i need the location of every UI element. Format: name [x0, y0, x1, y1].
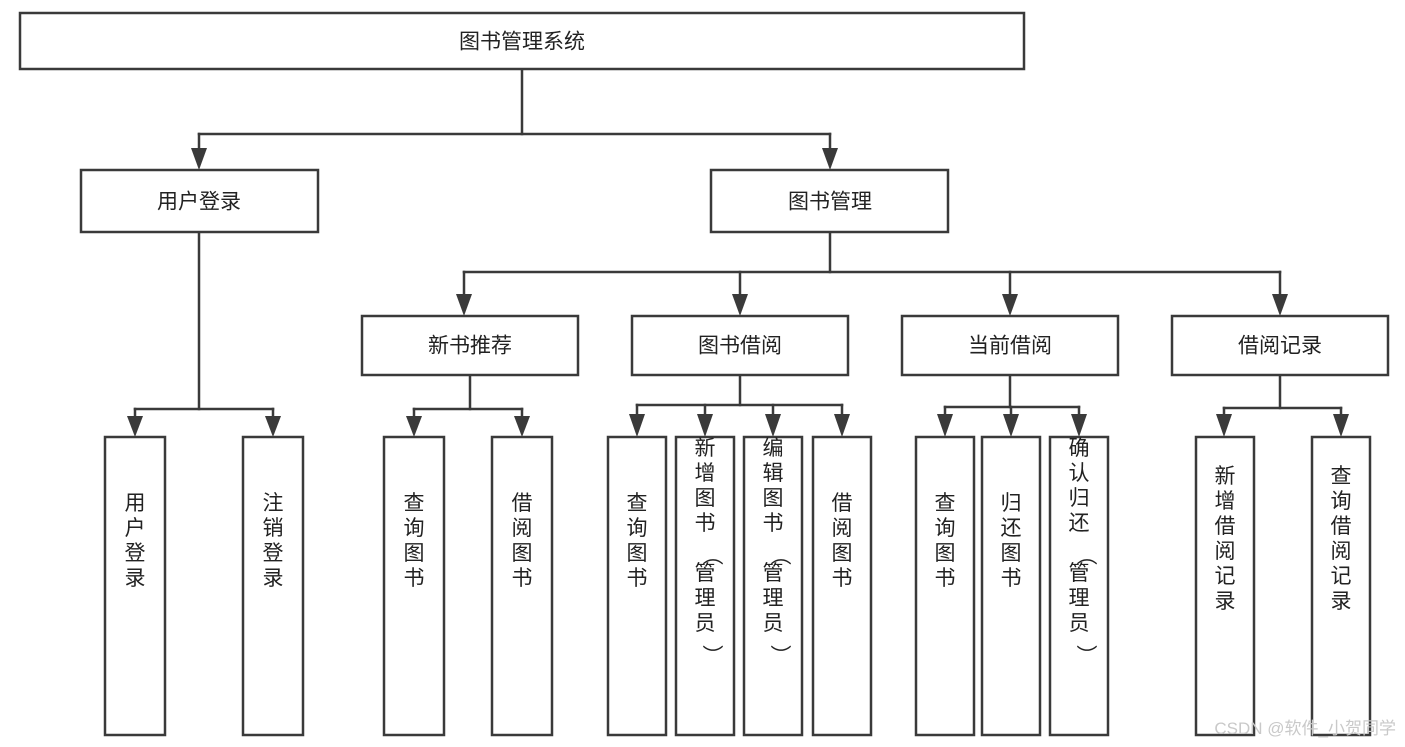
leaf-add-book[interactable]: 新增图书管理员 （ ） [674, 435, 736, 737]
arrow-leaf-return-book-icon [1003, 414, 1019, 437]
svg-text:（: （ [768, 545, 791, 566]
arrow-leaf-query-borrow-record-icon [1333, 414, 1349, 437]
leaf-query-book-1-label: 查询图书 [404, 492, 425, 590]
node-borrow-record-box[interactable] [1170, 314, 1390, 377]
leaf-add-book-box[interactable] [674, 435, 736, 737]
node-borrow-record[interactable]: 借阅记录 [1170, 314, 1390, 377]
arrow-leaf-borrow-book-1-icon [514, 416, 530, 437]
leaf-add-borrow-record[interactable]: 新增借阅记录 [1194, 435, 1256, 737]
arrow-leaf-query-book-3-icon [937, 414, 953, 437]
node-book-borrow[interactable]: 图书借阅 [630, 314, 850, 377]
leaf-edit-book-label: 编辑图书管理员 [763, 437, 784, 635]
watermark-text: CSDN @软件_小贺同学 [1214, 719, 1396, 738]
svg-text:（: （ [1074, 545, 1097, 566]
node-book-borrow-label: 图书借阅 [698, 335, 782, 358]
arrow-to-book-management-icon [822, 148, 838, 170]
leaf-borrow-book-1-label: 借阅图书 [512, 492, 533, 590]
leaf-borrow-book-2-label: 借阅图书 [832, 492, 853, 590]
leaf-user-login[interactable]: 用户登录 [103, 435, 167, 737]
leaf-return-book-label: 归还图书 [1001, 492, 1022, 590]
arrow-leaf-add-book-icon [697, 414, 713, 437]
arrow-leaf-query-book-1-icon [406, 416, 422, 437]
connector-group [127, 67, 1349, 437]
svg-text:）: ） [768, 645, 791, 666]
leaf-borrow-book-2-box[interactable] [811, 435, 873, 737]
arrow-to-user-login-icon [191, 148, 207, 170]
node-book-management[interactable]: 图书管理 [709, 168, 950, 234]
leaf-add-borrow-record-box[interactable] [1194, 435, 1256, 737]
leaf-query-book-2-label: 查询图书 [627, 492, 648, 590]
leaf-add-borrow-record-label: 新增借阅记录 [1215, 465, 1236, 613]
node-current-borrow-label: 当前借阅 [968, 335, 1052, 358]
node-new-book-recommend[interactable]: 新书推荐 [360, 314, 580, 377]
leaf-return-book[interactable]: 归还图书 [980, 435, 1042, 737]
node-user-login-box[interactable] [79, 168, 320, 234]
node-book-borrow-box[interactable] [630, 314, 850, 377]
leaf-query-book-3-box[interactable] [914, 435, 976, 737]
leaf-confirm-return-label: 确认归还管理员 [1069, 437, 1090, 635]
leaf-query-borrow-record[interactable]: 查询借阅记录 [1310, 435, 1372, 737]
arrow-leaf-edit-book-icon [765, 414, 781, 437]
node-root-label: 图书管理系统 [459, 31, 585, 54]
node-current-borrow-box[interactable] [900, 314, 1120, 377]
leaf-edit-book[interactable]: 编辑图书管理员 （ ） [742, 435, 804, 737]
leaf-user-logout[interactable]: 注销登录 [241, 435, 305, 737]
leaf-confirm-return-box[interactable] [1048, 435, 1110, 737]
leaf-edit-book-box[interactable] [742, 435, 804, 737]
arrow-leaf-borrow-book-2-icon [834, 414, 850, 437]
node-new-book-recommend-label: 新书推荐 [428, 335, 512, 358]
arrow-to-book-borrow-icon [732, 294, 748, 316]
arrow-leaf-query-book-2-icon [629, 414, 645, 437]
leaf-borrow-book-1[interactable]: 借阅图书 [490, 435, 554, 737]
node-user-login[interactable]: 用户登录 [79, 168, 320, 234]
arrow-to-borrow-record-icon [1272, 294, 1288, 316]
leaf-add-book-label: 新增图书管理员 [695, 437, 716, 635]
svg-text:）: ） [1074, 645, 1097, 666]
arrow-leaf-add-borrow-record-icon [1216, 414, 1232, 437]
arrow-leaf-confirm-return-icon [1071, 414, 1087, 437]
leaf-query-book-1[interactable]: 查询图书 [382, 435, 446, 737]
node-book-management-label: 图书管理 [788, 191, 872, 214]
leaf-query-book-3[interactable]: 查询图书 [914, 435, 976, 737]
leaf-confirm-return[interactable]: 确认归还管理员 （ ） [1048, 435, 1110, 737]
node-borrow-record-label: 借阅记录 [1238, 335, 1322, 358]
leaf-query-book-2-box[interactable] [606, 435, 668, 737]
leaf-query-borrow-record-box[interactable] [1310, 435, 1372, 737]
svg-text:（: （ [700, 545, 723, 566]
node-root-box[interactable] [18, 11, 1026, 71]
leaf-user-login-label: 用户登录 [125, 492, 146, 590]
svg-text:）: ） [700, 645, 723, 666]
node-book-management-box[interactable] [709, 168, 950, 234]
node-root[interactable]: 图书管理系统 [18, 11, 1026, 71]
leaf-user-login-box[interactable] [103, 435, 167, 737]
leaf-query-book-1-box[interactable] [382, 435, 446, 737]
leaf-query-book-2[interactable]: 查询图书 [606, 435, 668, 737]
leaf-borrow-book-2[interactable]: 借阅图书 [811, 435, 873, 737]
leaf-user-logout-label: 注销登录 [263, 492, 284, 590]
arrow-leaf-user-logout-icon [265, 416, 281, 437]
node-new-book-recommend-box[interactable] [360, 314, 580, 377]
leaf-return-book-box[interactable] [980, 435, 1042, 737]
node-user-login-label: 用户登录 [157, 191, 241, 214]
arrow-leaf-user-login-icon [127, 416, 143, 437]
leaf-borrow-book-1-box[interactable] [490, 435, 554, 737]
arrow-to-new-book-icon [456, 294, 472, 316]
leaf-query-borrow-record-label: 查询借阅记录 [1331, 465, 1352, 613]
leaf-query-book-3-label: 查询图书 [935, 492, 956, 590]
node-current-borrow[interactable]: 当前借阅 [900, 314, 1120, 377]
arrow-to-current-borrow-icon [1002, 294, 1018, 316]
leaf-user-logout-box[interactable] [241, 435, 305, 737]
